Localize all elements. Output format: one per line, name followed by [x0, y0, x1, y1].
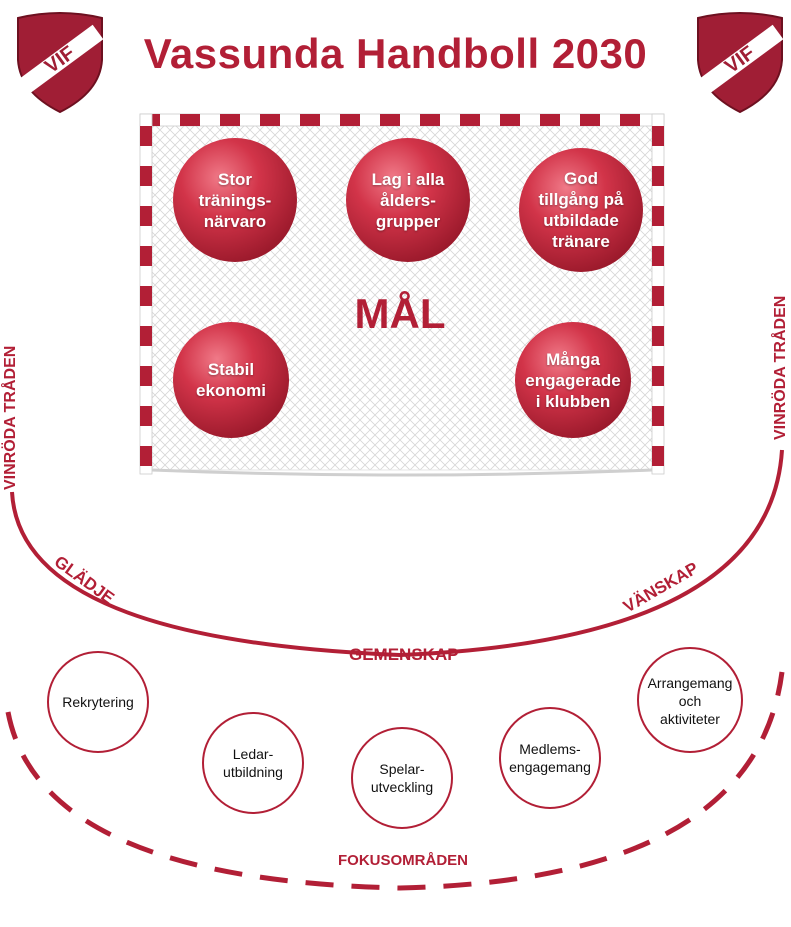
goal-frame-stripe — [140, 366, 152, 386]
goal-frame-stripe — [380, 114, 400, 126]
goal-frame-stripe — [140, 166, 152, 186]
focus-circle-4 — [499, 707, 601, 809]
goal-frame-stripe — [140, 446, 152, 466]
goal-label: MÅL — [354, 290, 446, 337]
goal-frame-stripe — [652, 286, 664, 306]
goal-frame-stripe — [140, 406, 152, 426]
goal-frame-stripe — [652, 206, 664, 226]
goal-frame-stripe — [140, 206, 152, 226]
focus-area-4: Medlems-engagemang — [509, 741, 591, 775]
goal-frame-stripe — [652, 246, 664, 266]
focus-area-2: Ledar-utbildning — [223, 746, 283, 780]
focus-areas-arc — [5, 671, 785, 891]
goal-frame-stripe — [652, 326, 664, 346]
focus-circle-2 — [202, 712, 304, 814]
focus-area-3: Spelar-utveckling — [370, 761, 434, 795]
logo-right-icon: VIF — [696, 12, 784, 114]
goal-frame-stripe — [420, 114, 440, 126]
goal-frame-stripe — [540, 114, 560, 126]
goal-frame-stripe — [500, 114, 520, 126]
focus-circle-3 — [351, 727, 453, 829]
goal-frame-stripe — [580, 114, 600, 126]
goal-ball-1 — [173, 138, 297, 262]
goal-frame-stripe — [652, 406, 664, 426]
value-gemenskap: GEMENSKAP — [349, 645, 459, 664]
goal-frame-stripe — [652, 366, 664, 386]
goal-frame — [139, 113, 665, 477]
goal-frame-stripe — [620, 114, 640, 126]
goal-frame-stripe — [140, 286, 152, 306]
focus-areas-label: FOKUSOMRÅDEN — [338, 852, 468, 869]
thread-label-left: VINRÖDA TRÅDEN — [2, 345, 19, 490]
focus-area-1: Rekrytering — [62, 694, 134, 710]
goal-frame-stripe — [140, 126, 152, 146]
page-title: Vassunda Handboll 2030 — [143, 30, 648, 77]
goal-frame-stripe — [140, 326, 152, 346]
goal-ball-2 — [346, 138, 470, 262]
goal-frame-stripe — [300, 114, 320, 126]
goal-frame-stripe — [180, 114, 200, 126]
goal-frame-stripe — [652, 166, 664, 186]
focus-circle-5 — [637, 647, 743, 753]
goal-ball-3 — [519, 148, 643, 272]
focus-circle-1 — [47, 651, 149, 753]
goal-ball-4 — [173, 322, 289, 438]
goal-frame-stripe — [220, 114, 240, 126]
thread-label-right: VINRÖDA TRÅDEN — [772, 295, 789, 440]
vinroda-traden-arc — [10, 449, 784, 658]
goal-frame-stripe — [652, 446, 664, 466]
goal-frame-stripe — [340, 114, 360, 126]
goal-frame-stripe — [260, 114, 280, 126]
logo-left-icon: VIF — [16, 12, 104, 114]
goal-frame-stripe — [460, 114, 480, 126]
goal-frame-stripe — [140, 246, 152, 266]
goal-ball-5 — [515, 322, 631, 438]
goal-frame-stripe — [652, 126, 664, 146]
